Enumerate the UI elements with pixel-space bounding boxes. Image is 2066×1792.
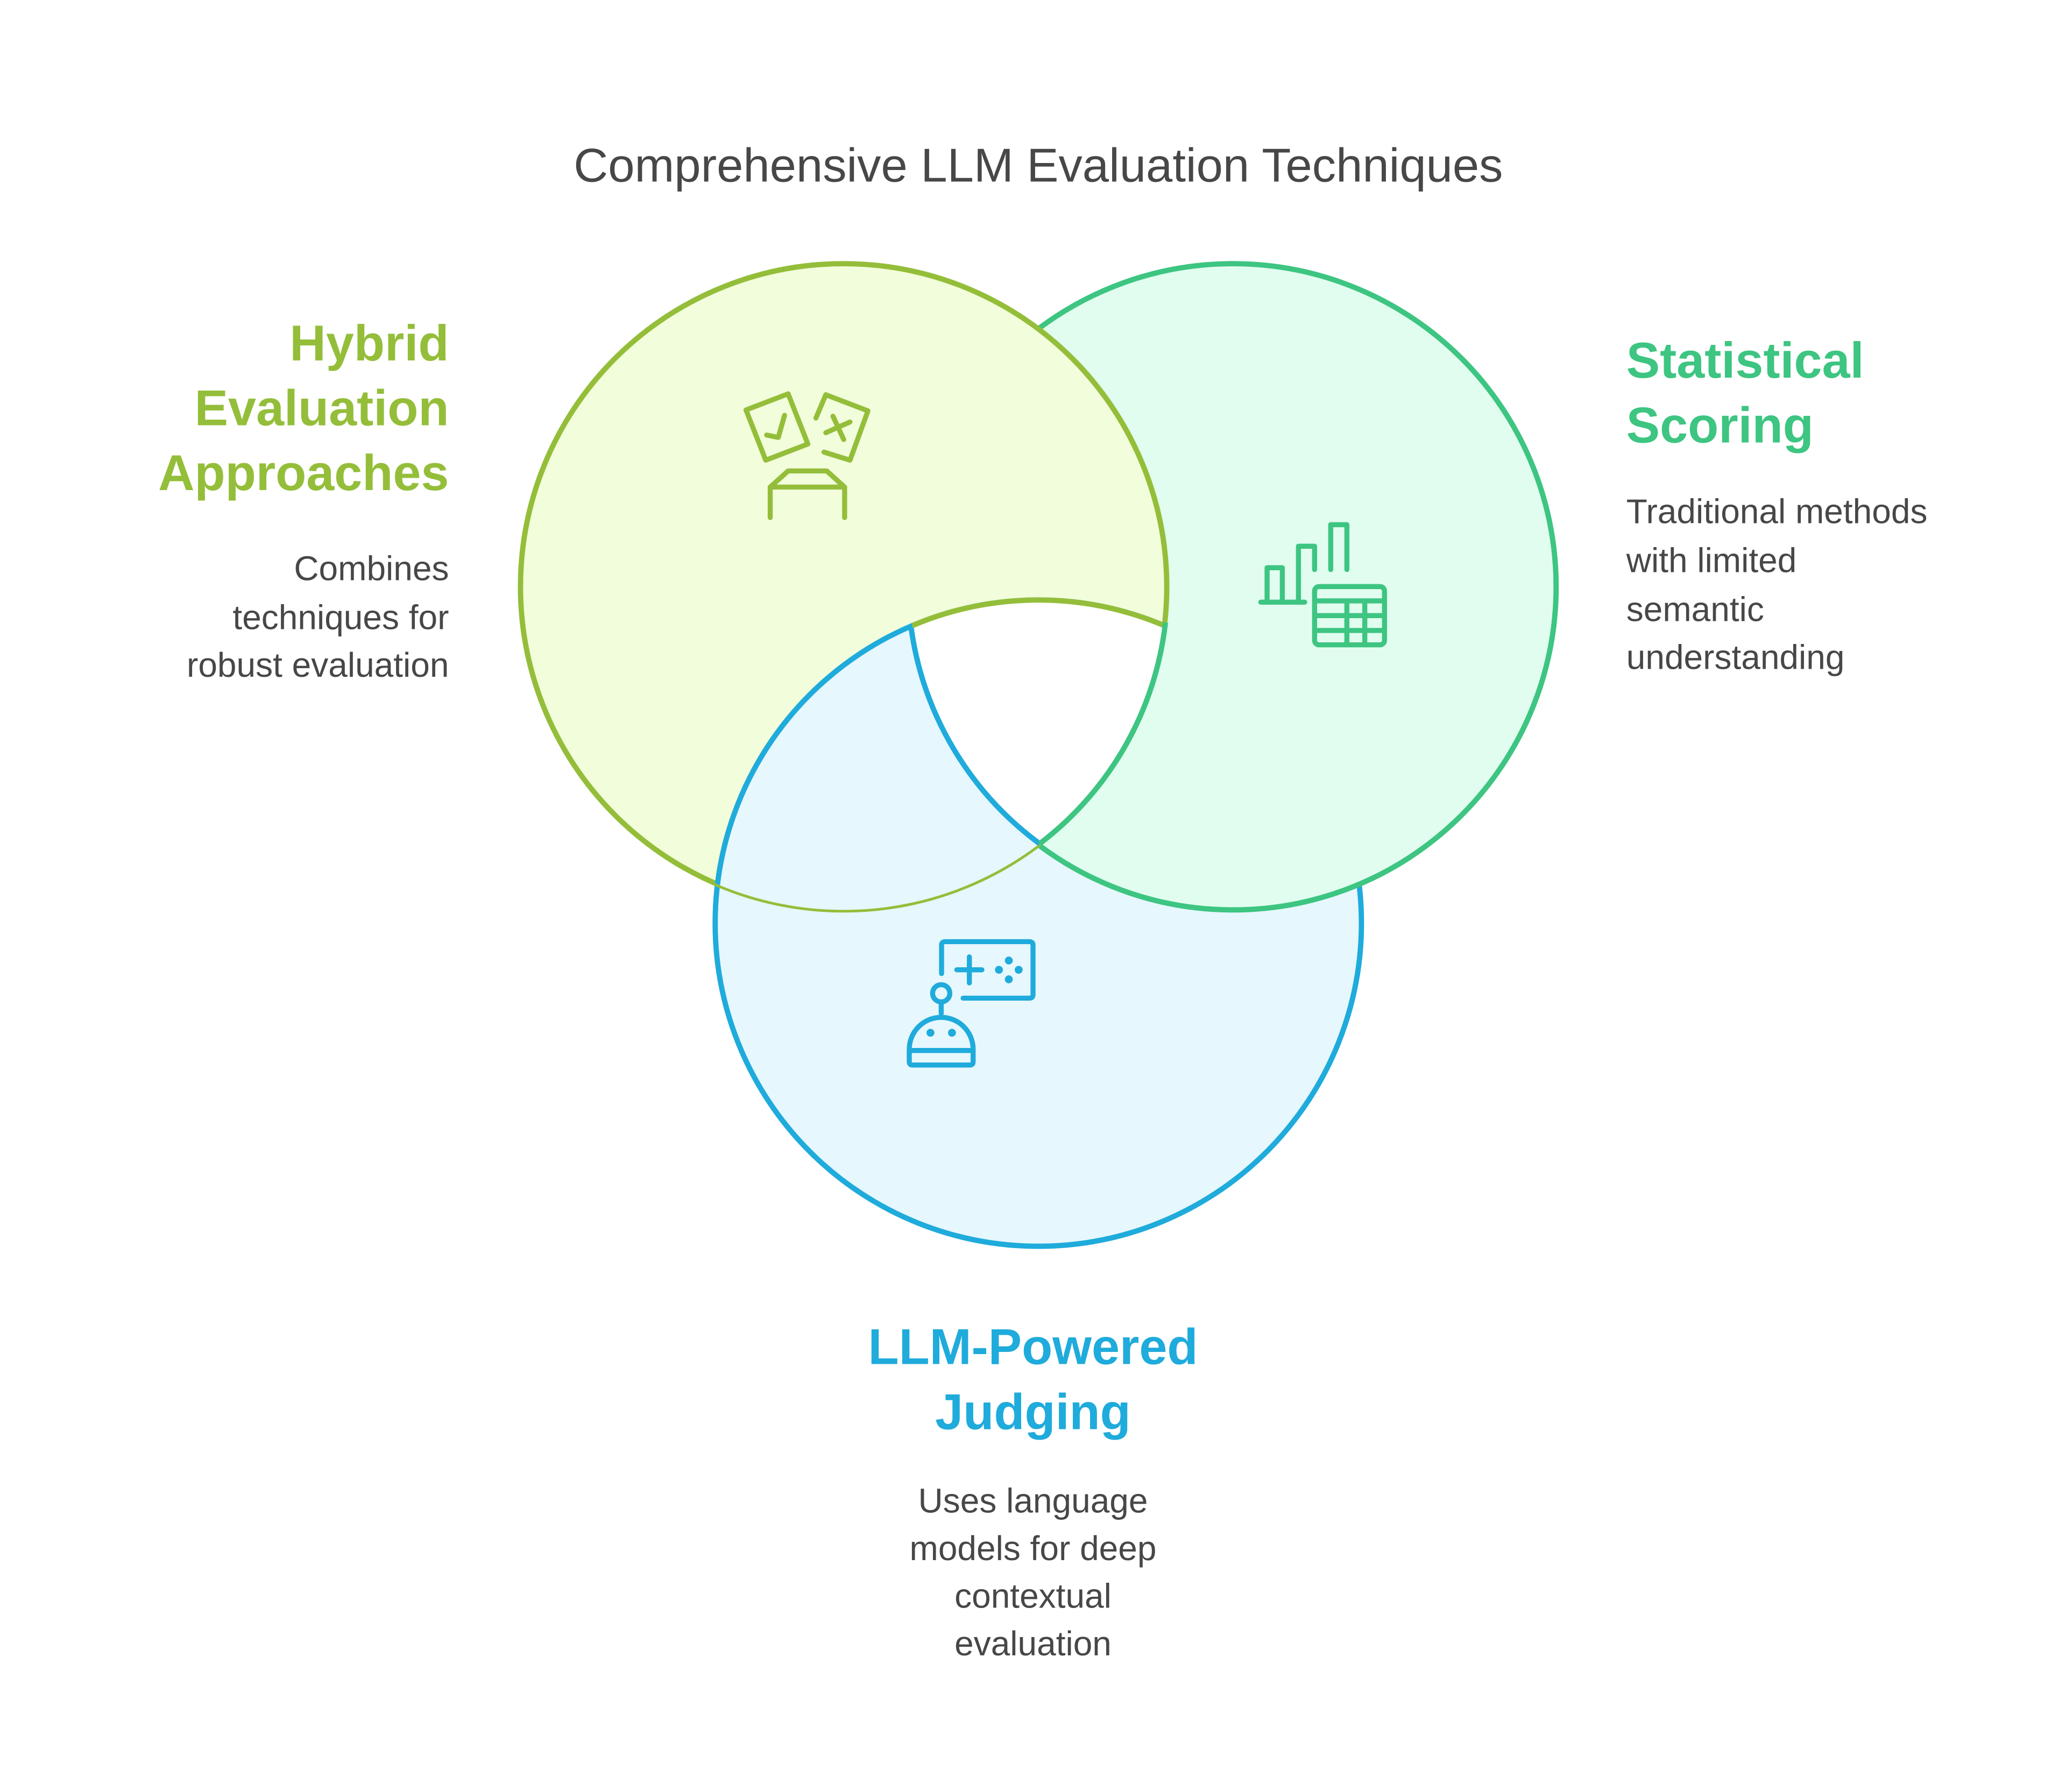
diagram-title: Comprehensive LLM Evaluation Techniques (574, 138, 1503, 192)
chart-table-icon (1258, 522, 1388, 648)
statistical-heading-line: Scoring (1626, 396, 1814, 453)
hybrid-description-line: techniques for (232, 598, 449, 637)
hybrid-heading-line: Approaches (158, 444, 449, 501)
robot-game-icon (907, 939, 1036, 1068)
statistical-description-line: understanding (1626, 638, 1845, 676)
llm-description-line: Uses language (918, 1481, 1148, 1520)
center-intersection (910, 597, 1167, 910)
statistical-description-line: Traditional methods (1626, 492, 1928, 531)
llm-description-line: models for deep (910, 1529, 1157, 1568)
hybrid-description-line: Combines (294, 549, 449, 587)
llm-description-line: contextual (954, 1577, 1112, 1616)
hybrid-heading-line: Evaluation (195, 379, 449, 436)
hybrid-heading-line: Hybrid (289, 315, 449, 371)
llm-heading-line: LLM-Powered (868, 1319, 1198, 1375)
llm-inner-arc (908, 627, 1042, 846)
statistical-inner-arc (1038, 622, 1169, 846)
llm-heading-line: Judging (935, 1383, 1131, 1440)
hybrid-label: Hybrid Evaluation Approaches Combines te… (158, 315, 449, 684)
statistical-label: Statistical Scoring Traditional methods … (1626, 332, 1928, 677)
llm-description-line: evaluation (954, 1624, 1112, 1663)
ballot-box-icon (743, 391, 871, 520)
llm-label: LLM-Powered Judging Uses language models… (868, 1319, 1198, 1663)
statistical-description-line: semantic (1626, 590, 1764, 629)
hybrid-description-line: robust evaluation (187, 646, 449, 684)
statistical-heading-line: Statistical (1626, 332, 1864, 388)
statistical-description-line: with limited (1626, 541, 1797, 580)
